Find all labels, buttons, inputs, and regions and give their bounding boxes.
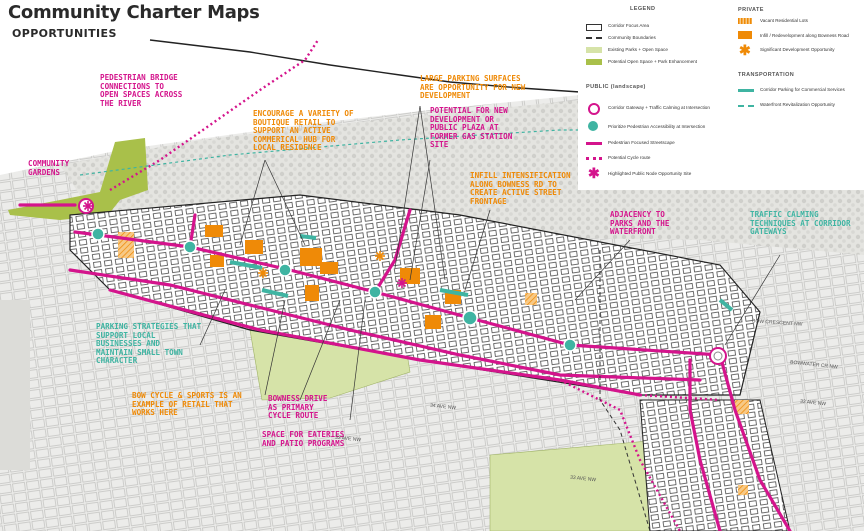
swatch-boundary [586,37,602,39]
callout-traffic-calming: TRAFFIC CALMING TECHNIQUES AT CORRIDOR G… [750,210,851,237]
legend-item-cycle-route: Potential Cycle route [608,155,651,160]
page-subtitle: OPPORTUNITIES [12,27,117,40]
callout-eateries: SPACE FOR EATERIES AND PATIO PROGRAMS [262,430,345,448]
swatch-corridor [586,24,602,31]
legend-item-public-node: Highlighted Public Node Opportunity Site [608,171,692,176]
cycle-route [109,39,721,531]
legend-item-pedestrian-intersection: Prioritize Pedestrian Accessibility at I… [608,124,706,129]
legend-item-streetscape: Pedestrian Focused Streetscape [608,140,675,145]
legend-item-parks: Existing Parks + Open Space [608,47,668,52]
swatch-streetscape [586,142,602,145]
legend-item-vacant: Vacant Residential Lots [760,18,808,23]
swatch-cycle-route [586,157,602,160]
community-boundary [599,250,651,531]
legend-title: LEGEND [630,6,656,12]
corridor-parking [229,234,734,312]
development-opportunity-icon: ✱ [739,42,751,58]
callout-leaders [199,105,781,421]
legend-item-development: Significant Development Opportunity [760,47,835,52]
west-strip [0,300,30,470]
swatch-vacant [738,18,752,24]
legend-transportation-heading: TRANSPORTATION [738,72,795,78]
page-title: Community Charter Maps [8,2,260,23]
swatch-infill [738,31,752,39]
park-south [489,439,669,531]
swatch-gateway [588,103,600,115]
legend-item-boundary: Community Boundaries [608,35,656,40]
swatch-parking [738,89,754,92]
public-node-icon: ✱ [588,165,600,181]
callout-adjacency: ADJACENCY TO PARKS AND THE WATERFRONT [610,210,670,237]
public-node-asterisks [83,201,407,288]
swatch-waterfront [738,105,754,107]
callout-parking-strategies: PARKING STRATEGIES THAT SUPPORT LOCAL BU… [96,322,202,366]
river-area [0,0,580,175]
legend-item-parking: Corridor Parking for Commercial Services [760,87,845,92]
swatch-parks [586,47,602,53]
callout-pedestrian-bridge: PEDESTRIAN BRIDGE CONNECTIONS TO OPEN SP… [100,73,183,108]
legend-item-gateway: Corridor Gateway + Traffic Calming at In… [608,105,710,110]
callout-bow-cycle: BOW CYCLE & SPORTS IS AN EXAMPLE OF RETA… [132,391,242,418]
swatch-open-space [586,59,602,65]
legend-public-heading: PUBLIC (landscape) [586,84,646,90]
intersection-nodes [78,198,727,365]
legend-panel: LEGEND Corridor Focus Area Community Bou… [578,0,864,190]
legend-private-heading: PRIVATE [738,7,764,13]
callout-bowness-drive: BOWNESS DRIVE AS PRIMARY CYCLE ROUTE [268,394,328,421]
community-gardens-area [8,138,148,220]
callout-gas-station: POTENTIAL FOR NEW DEVELOPMENT OR PUBLIC … [430,106,513,150]
legend-item-infill: Infill / Redevelopment along Bowness Roa… [760,33,849,38]
legend-item-corridor: Corridor Focus Area [608,23,650,28]
callout-community-gardens: COMMUNITY GARDENS [28,159,70,177]
callout-boutique-retail: ENCOURAGE A VARIETY OF BOUTIQUE RETAIL T… [253,109,354,153]
development-asterisks [258,251,385,278]
river-bank-line [149,39,581,93]
callout-infill: INFILL INTENSIFICATION ALONG BOWNESS RD … [470,171,571,206]
callout-large-parking: LARGE PARKING SURFACES ARE OPPORTUNITY F… [420,74,526,101]
legend-item-waterfront: Waterfront Revitalization Opportunity [760,102,835,107]
legend-item-open-space: Potential Open Space + Park Enhancement [608,59,697,64]
swatch-pedestrian-intersection [588,121,598,131]
